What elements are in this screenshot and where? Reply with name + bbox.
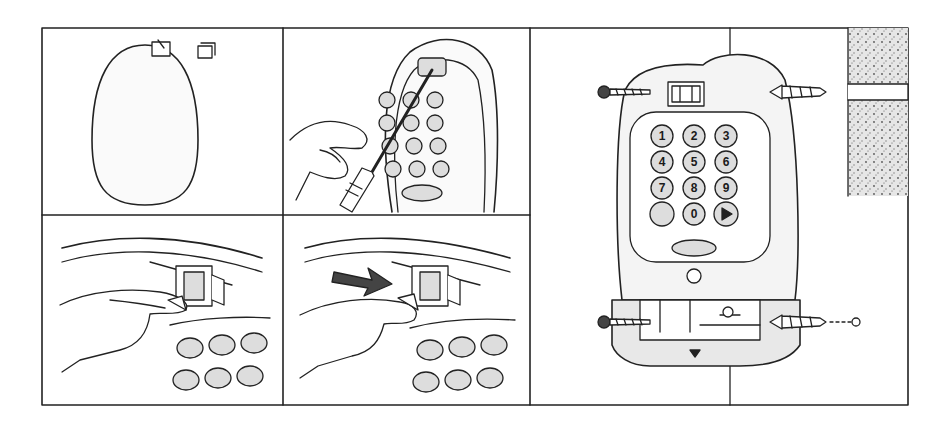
- key-digit: 8: [682, 176, 706, 195]
- key-digit: 6: [714, 150, 738, 169]
- cover: [92, 40, 215, 205]
- keypad-key: 3: [714, 124, 738, 148]
- wall-mounting: [598, 28, 908, 405]
- keypad-key: 6: [714, 150, 738, 174]
- frame: [42, 28, 908, 405]
- keypad-key: 8: [682, 176, 706, 200]
- key-digit: 1: [650, 124, 674, 143]
- key-digit: 2: [682, 124, 706, 143]
- keypad-key: 0: [682, 202, 706, 226]
- clip-release: [60, 238, 270, 390]
- keypad-key: 7: [650, 176, 674, 200]
- divider: [529, 28, 531, 405]
- key-digit: 0: [682, 202, 706, 221]
- divider: [42, 214, 530, 216]
- key-digit: 3: [714, 124, 738, 143]
- keypad-key: 9: [714, 176, 738, 200]
- keypad-screwdriver: [290, 40, 498, 212]
- keypad-key: 4: [650, 150, 674, 174]
- key-digit: 5: [682, 150, 706, 169]
- keypad-key: 1: [650, 124, 674, 148]
- key-digit: 9: [714, 176, 738, 195]
- key-digit: 4: [650, 150, 674, 169]
- clip-push: [300, 238, 515, 392]
- keypad-key: 5: [682, 150, 706, 174]
- key-digit: 7: [650, 176, 674, 195]
- keypad-key: 2: [682, 124, 706, 148]
- divider: [282, 28, 284, 405]
